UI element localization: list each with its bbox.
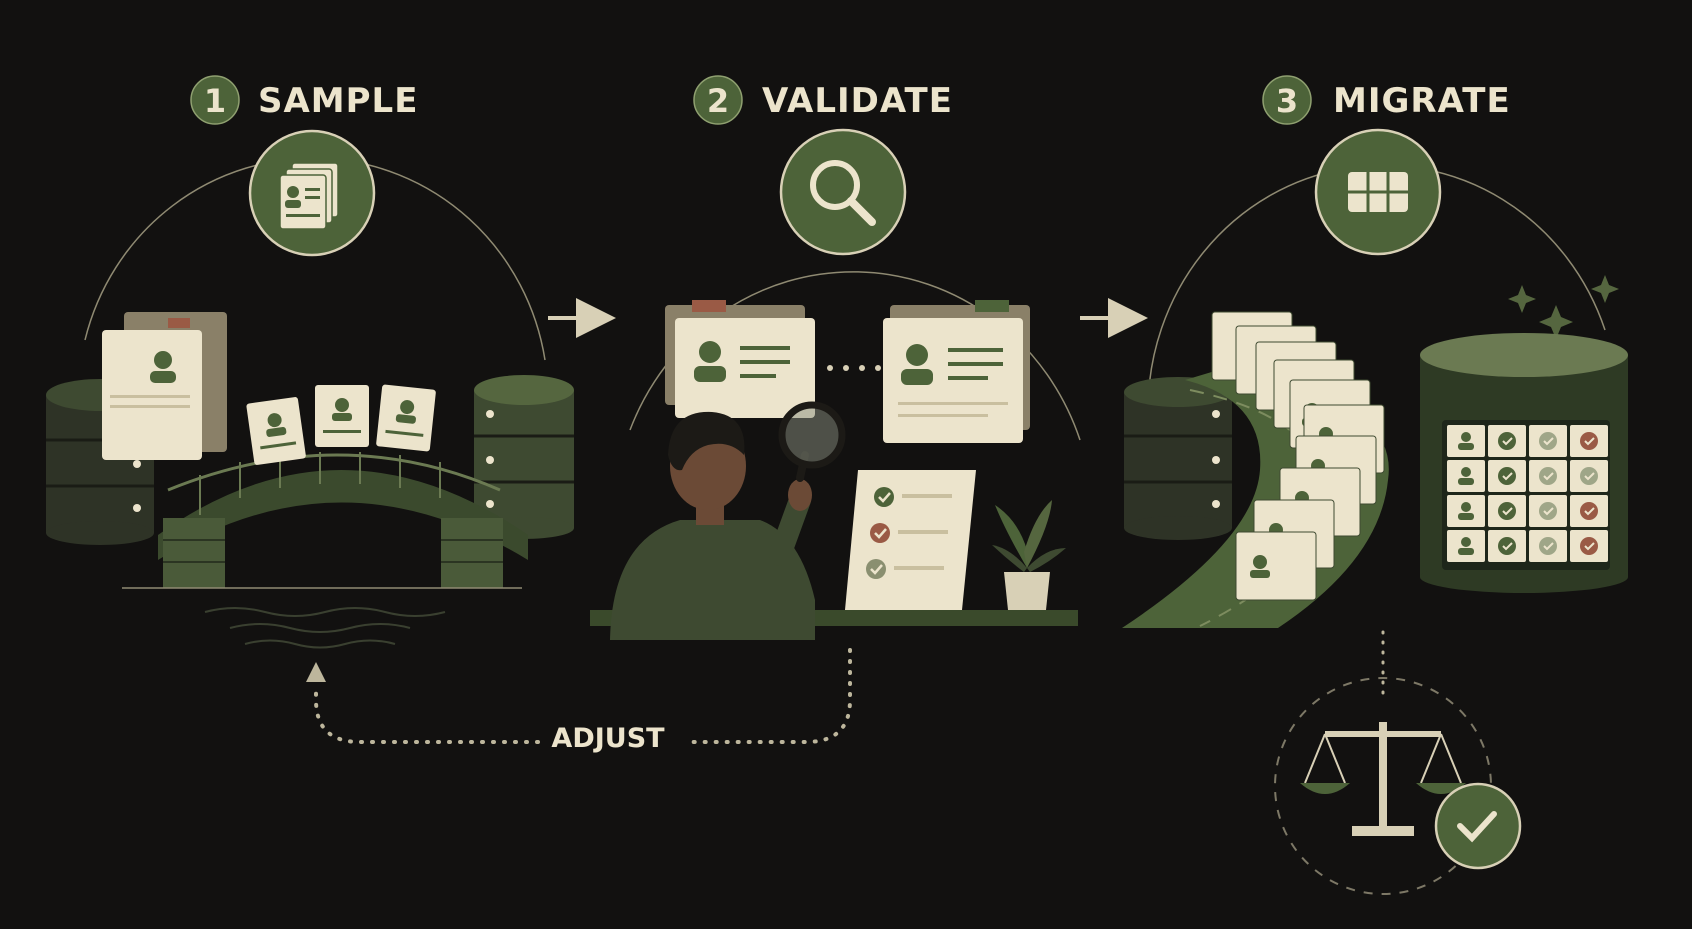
water [204,607,446,649]
check-mark [1584,542,1595,551]
step-1-number-badge [190,75,240,125]
check-mark [1543,507,1554,516]
compare-dots [827,365,881,371]
sample-cards [246,384,436,465]
adjust-loop: ADJUST [306,648,852,754]
check-mark [1502,472,1513,481]
check-mark [1543,437,1554,446]
check-mark [1543,472,1554,481]
check-circle-icon [1434,782,1522,870]
check-icon [1580,467,1598,485]
check-icon [1498,502,1516,520]
person-icon [1461,467,1471,477]
record-before [665,300,815,418]
target-database [1420,333,1628,593]
scale-with-check-icon [1274,630,1522,895]
check-icon [1498,467,1516,485]
migrating-records [1211,311,1385,601]
checklist [845,470,976,610]
bridge [122,452,528,589]
check-icon [1539,467,1557,485]
person-icon [1461,537,1471,547]
step-3-header: 3 MIGRATE [1262,75,1511,125]
person-icon-body [1458,548,1474,555]
check-mark [1502,437,1513,446]
step-3-title: MIGRATE [1333,81,1511,121]
person-icon-body [1458,513,1474,520]
step-sample: 1 SAMPLE [46,75,574,649]
check-icon [1580,502,1598,520]
check-icon [1498,432,1516,450]
person-icon [1461,502,1471,512]
person-icon [1461,432,1471,442]
table-grid-icon [1314,128,1442,256]
legacy-database [1124,377,1232,540]
record-stack [102,312,227,460]
step-2-number-badge [693,75,743,125]
step-2-number: 2 [707,82,729,120]
validated-table [1442,420,1610,570]
check-mark [1543,542,1554,551]
step-1-header: 1 SAMPLE [190,75,418,125]
check-icon [1539,502,1557,520]
check-icon [1539,537,1557,555]
check-mark [1502,542,1513,551]
step-1-number: 1 [204,82,226,120]
id-cards-icon [248,129,376,257]
person-icon-body [1458,443,1474,450]
step-1-title: SAMPLE [258,81,418,121]
target-database-right [474,375,574,539]
adjust-label: ADJUST [551,723,665,754]
check-mark [1584,507,1595,516]
check-mark [1584,472,1595,481]
check-icon [1580,537,1598,555]
magnifying-glass [778,401,846,482]
step-2-title: VALIDATE [762,81,953,121]
check-icon [1580,432,1598,450]
check-icon [1539,432,1557,450]
check-mark [1584,437,1595,446]
check-icon [1498,537,1516,555]
check-mark [1502,507,1513,516]
step-validate: 2 VALIDATE [590,75,1081,640]
step-3-number: 3 [1276,82,1298,120]
step-migrate: 3 MIGRATE [1122,75,1628,628]
adjust-path [688,648,852,744]
person-inspector [610,411,815,640]
sparkle-icon [1508,275,1619,339]
adjust-arrowhead [306,662,326,682]
step-2-header: 2 VALIDATE [693,75,953,125]
magnifier-icon [779,128,907,256]
step-3-number-badge [1262,75,1312,125]
record-after [883,300,1030,443]
potted-plant [992,500,1066,610]
person-icon-body [1458,478,1474,485]
